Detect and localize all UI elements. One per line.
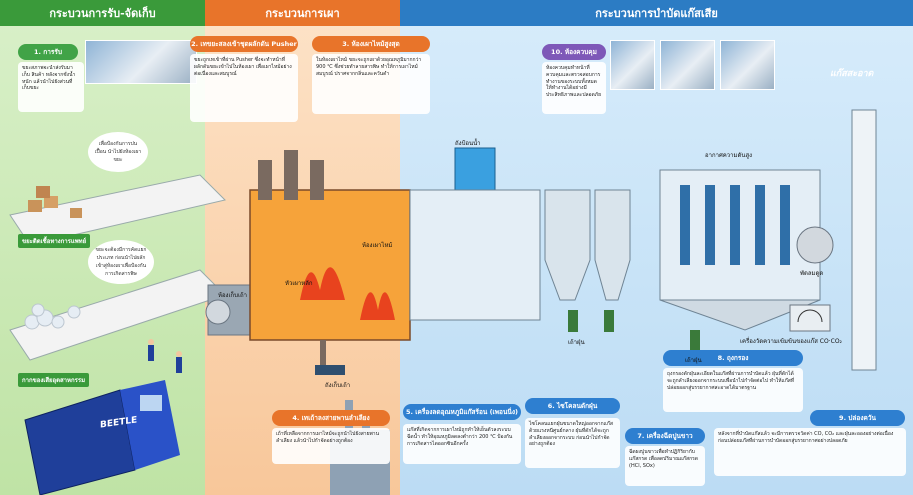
filter-bags [680,185,790,265]
label-hot-air: อากาศความดันสูง [705,152,753,159]
label-clean-gas: แก๊สสะอาด [830,69,874,79]
step-6-title: 6. ไซโคลนดักฝุ่น [525,398,620,414]
label-burner: หัวเผาหลัก [285,280,313,287]
photo-receiving [85,40,197,84]
cloud-note-1: เพื่อป้องกันการปนเปื้อน นำไปยังห้องเผาขย… [88,132,148,172]
step-2-title: 2. เทขยะสลงเข้าชุดผลักดัน Pusher [190,36,298,52]
step-10-title: 10. ห้องควบคุม [542,44,606,60]
workers [148,339,182,373]
cyclone-2 [594,189,631,301]
cloud-note-2: ขยะจะต้องมีการคัดแยกประเภท ก่อนนำไปผลักเ… [88,240,154,284]
truck-icon [24,380,180,495]
step-7-title: 7. เครื่องฉีดปูนขาว [625,428,705,444]
step-2-description: ขยะถูกเทเข้าที่ผ่าน Pusher ซึ่งจะทำหน้าท… [190,54,298,122]
label-dust-2: เถ้าฝุ่น [685,357,702,364]
label-combustion: ห้องเผาไหม้ [362,242,393,249]
hopper-left [258,160,272,200]
header-collection: กระบวนการรับ-จัดเก็บ [0,0,205,26]
pusher-fan-icon [205,299,231,325]
photo-control-room-1 [610,40,655,90]
quench-tower [409,189,541,321]
water-tank [454,147,496,197]
label-ash-bin: ถังเก็บเถ้า [325,382,351,389]
step-9-description: หลังจากที่บำบัดแก๊สแล้ว จะมีการตรวจวัดค่… [714,428,906,476]
step-1-description: ขยะสภาพจะนำส่งรับมาเก็บ สินค้า หลังจากชั… [18,62,84,112]
dust-bin-2 [604,310,614,332]
hopper-right [310,160,324,200]
ash-bin [315,365,345,375]
label-fan: พัดลมดูด [800,270,824,277]
flame-icon [300,267,345,300]
hopper-mid [284,150,298,200]
chimney-stack [851,109,877,371]
flame-icon-2 [360,292,395,320]
label-ash-conveyor: ห้องเก็บเถ้า [218,292,248,299]
label-dust: เถ้าฝุ่น [568,339,585,346]
header-burning: กระบวนการเผา [205,0,400,26]
step-9-title: 9. ปล่องควัน [810,410,905,426]
photo-control-room-3 [720,40,775,90]
step-10-description: ห้องควบคุมทำหน้าที่ควบคุมและตรวจสอบการทำ… [542,62,606,114]
dust-bin-3 [690,330,700,352]
step-1-title: 1. การรับ [18,44,78,60]
exhaust-fan-icon [796,226,834,264]
medical-boxes [28,186,82,218]
step-7-description: ฉีดผงปูนขาวเพื่อทำปฏิกิริยากับแก๊สกรด เพ… [625,446,705,486]
step-3-description: ในห้องเผาไหม้ ขยะจะถูกเผาด้วยอุณหภูมิมาก… [312,54,430,114]
label-industrial-waste: กากของเสียอุตสาหกรรม [18,373,90,387]
step-8-description: ถุงกรองดักฝุ่นละเอียดในแก๊สที่ผ่านการบำบ… [663,368,803,412]
step-3-title: 3. ห้องเผาไหม้สูงสุด [312,36,430,52]
label-monitor: เครื่องวัดความเข้มข้นของแก๊ส CO·CO₂ [740,338,842,345]
step-8-title: 8. ถุงกรอง [663,350,803,366]
step-5-title: 5. เครื่องลดอุณหภูมิแก๊สร้อน (เพอนนิ่ง) [403,404,521,420]
header-treatment: กระบวนการบำบัดแก๊สเสีย [400,0,913,26]
label-medical-waste: ขยะติดเชื้อทางการแพทย์ [18,234,91,248]
cyclone-1 [544,189,591,301]
step-6-description: ไซโคลนแยกฝุ่นขนาดใหญ่ออกจากแก๊สด้วยแรงหน… [525,418,620,468]
step-4-description: เถ้าที่เหลือจากการเผาไหม้จะถูกนำไปยังสาย… [272,428,390,464]
industrial-bags [24,303,81,330]
step-4-title: 4. เทเถ้าลงสายพานลำเลียง [272,410,390,426]
step-5-description: แก๊สที่เกิดจากการเผาไหม้ถูกทำให้เย็นตัวล… [403,424,521,464]
dust-bin-1 [568,310,578,332]
photo-control-room-2 [660,40,715,90]
gas-monitor [789,304,831,332]
label-water-tank: ถังป้อนน้ำ [455,140,481,147]
